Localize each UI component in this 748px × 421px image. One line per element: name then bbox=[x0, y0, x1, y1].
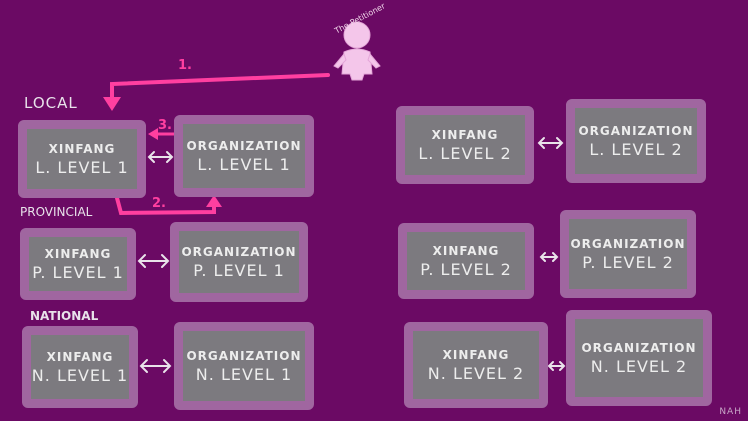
box-title: XINFANG bbox=[432, 243, 500, 258]
double-arrows bbox=[137, 137, 566, 373]
arrow-step-1 bbox=[110, 73, 330, 102]
xinfang-national-level-2: XINFANG N. LEVEL 2 bbox=[404, 322, 548, 408]
box-level: N. LEVEL 2 bbox=[427, 363, 525, 383]
box-level: N. LEVEL 2 bbox=[590, 356, 688, 376]
box-title: ORGANIZATION bbox=[581, 340, 697, 355]
box-title: ORGANIZATION bbox=[570, 236, 686, 251]
arrowhead-step-1 bbox=[103, 97, 121, 111]
box-level: L. LEVEL 2 bbox=[418, 143, 512, 163]
organization-local-level-2: ORGANIZATION L. LEVEL 2 bbox=[566, 99, 706, 183]
box-title: XINFANG bbox=[431, 127, 499, 142]
box-title: ORGANIZATION bbox=[578, 123, 694, 138]
box-title: ORGANIZATION bbox=[186, 348, 302, 363]
petitioner-figure bbox=[333, 21, 381, 81]
organization-provincial-level-2: ORGANIZATION P. LEVEL 2 bbox=[560, 210, 696, 298]
organization-national-level-1: ORGANIZATION N. LEVEL 1 bbox=[174, 322, 314, 410]
step-2-label: 2. bbox=[152, 196, 166, 211]
box-title: XINFANG bbox=[46, 349, 114, 364]
arrow-step-2 bbox=[115, 196, 216, 216]
box-title: XINFANG bbox=[442, 347, 510, 362]
xinfang-local-level-2: XINFANG L. LEVEL 2 bbox=[396, 106, 534, 184]
arrowhead-step-3 bbox=[148, 128, 158, 140]
box-title: ORGANIZATION bbox=[186, 138, 302, 153]
box-title: ORGANIZATION bbox=[181, 244, 297, 259]
xinfang-local-level-1: XINFANG L. LEVEL 1 bbox=[18, 120, 146, 198]
box-level: P. LEVEL 1 bbox=[32, 262, 124, 282]
step-3-label: 3. bbox=[158, 118, 172, 133]
box-level: N. LEVEL 1 bbox=[195, 364, 293, 384]
section-provincial: PROVINCIAL bbox=[20, 205, 93, 219]
organization-local-level-1: ORGANIZATION L. LEVEL 1 bbox=[174, 115, 314, 197]
box-level: L. LEVEL 1 bbox=[197, 154, 291, 174]
box-title: XINFANG bbox=[48, 141, 116, 156]
box-title: XINFANG bbox=[44, 246, 112, 261]
xinfang-national-level-1: XINFANG N. LEVEL 1 bbox=[22, 326, 138, 408]
box-level: P. LEVEL 1 bbox=[193, 260, 285, 280]
xinfang-provincial-level-2: XINFANG P. LEVEL 2 bbox=[398, 223, 534, 299]
section-national: NATIONAL bbox=[30, 309, 99, 323]
box-level: N. LEVEL 1 bbox=[31, 365, 129, 385]
xinfang-provincial-level-1: XINFANG P. LEVEL 1 bbox=[20, 228, 136, 300]
box-level: P. LEVEL 2 bbox=[420, 259, 512, 279]
box-level: P. LEVEL 2 bbox=[582, 252, 674, 272]
box-level: L. LEVEL 1 bbox=[35, 157, 129, 177]
artist-signature: NAH bbox=[719, 407, 742, 417]
arrowhead-step-2 bbox=[206, 195, 222, 207]
organization-national-level-2: ORGANIZATION N. LEVEL 2 bbox=[566, 310, 712, 406]
box-level: L. LEVEL 2 bbox=[589, 139, 683, 159]
step-1-label: 1. bbox=[178, 58, 192, 73]
organization-provincial-level-1: ORGANIZATION P. LEVEL 1 bbox=[170, 222, 308, 302]
section-local: LOCAL bbox=[24, 94, 78, 112]
